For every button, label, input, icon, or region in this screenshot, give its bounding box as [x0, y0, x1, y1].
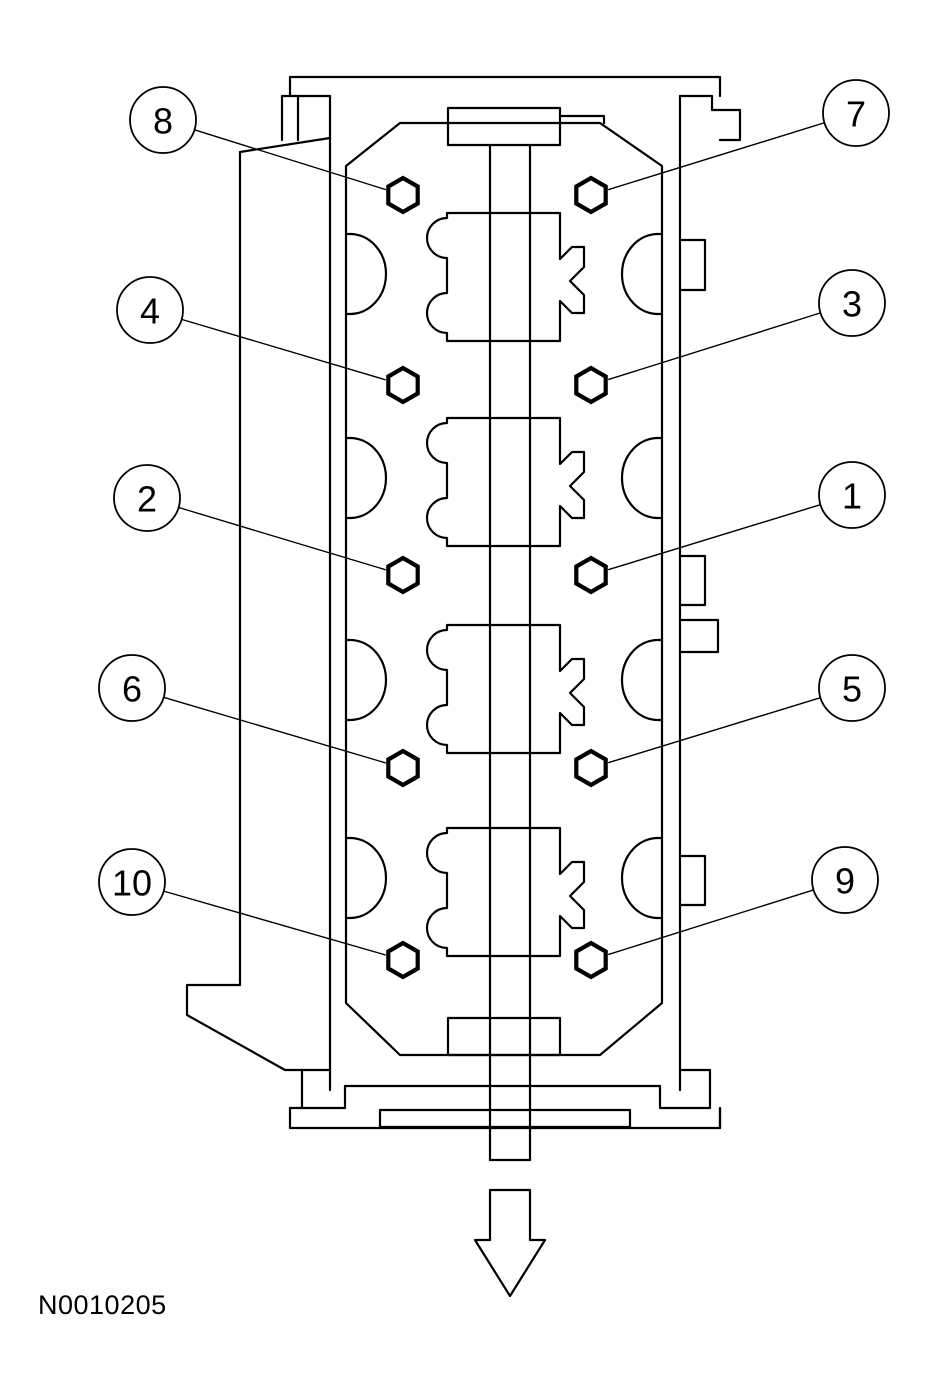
- callout-2: 2: [113, 464, 386, 571]
- inner-outline: [344, 121, 664, 1057]
- bolt-icon: [386, 940, 420, 980]
- leader-line: [163, 890, 386, 956]
- bearing-cap: [425, 211, 586, 343]
- callout-1: 1: [608, 461, 886, 571]
- callout-circle: [116, 276, 184, 344]
- camshaft: [378, 106, 632, 1162]
- bolt-icon: [386, 175, 420, 215]
- bearing-caps: [425, 211, 586, 958]
- leader-line: [163, 696, 386, 764]
- callout-circle: [822, 79, 890, 147]
- bolt-icon: [574, 555, 608, 595]
- bolt-icon: [574, 940, 608, 980]
- bolt-icon: [386, 555, 420, 595]
- callout-label: 9: [835, 861, 855, 902]
- left-cutouts: [344, 232, 388, 920]
- callout-4: 4: [116, 276, 386, 381]
- callout-circle: [98, 654, 166, 722]
- leader-line: [194, 129, 387, 191]
- callout-7: 7: [607, 79, 890, 191]
- callout-circle: [818, 654, 886, 722]
- bolt-icon: [574, 365, 608, 405]
- callout-9: 9: [607, 846, 879, 956]
- figure-id: N0010205: [38, 1290, 167, 1320]
- bolt-icon: [574, 748, 608, 788]
- right-rail-details: [678, 238, 720, 907]
- leader-line: [607, 312, 821, 381]
- callout-10: 10: [98, 848, 386, 956]
- bearing-cap: [425, 416, 586, 548]
- callout-6: 6: [98, 654, 386, 764]
- down-arrow-icon: [473, 1188, 547, 1298]
- right-cutouts: [620, 232, 664, 920]
- bearing-cap: [425, 623, 586, 755]
- leader-line: [178, 506, 386, 571]
- bearing-cap: [425, 826, 586, 958]
- callout-label: 10: [112, 863, 152, 904]
- callout-5: 5: [608, 654, 886, 764]
- bolt-icon: [386, 748, 420, 788]
- head-bolts: [386, 175, 608, 980]
- callout-3: 3: [607, 269, 886, 381]
- callout-circle: [811, 846, 879, 914]
- left-rail: [185, 136, 332, 1072]
- leader-line: [607, 122, 825, 191]
- callout-label: 2: [137, 479, 157, 520]
- callout-label: 6: [122, 669, 142, 710]
- callout-label: 8: [153, 101, 173, 142]
- callout-circle: [818, 269, 886, 337]
- callout-8: 8: [129, 86, 387, 191]
- leader-line: [608, 697, 821, 764]
- leader-line: [181, 318, 386, 381]
- leader-line: [607, 889, 814, 956]
- callout-label: 1: [842, 476, 862, 517]
- bolt-icon: [386, 365, 420, 405]
- bolt-icon: [574, 175, 608, 215]
- callout-circle: [129, 86, 197, 154]
- callout-circle: [818, 461, 886, 529]
- callout-circle: [113, 464, 181, 532]
- callout-label: 5: [842, 669, 862, 710]
- callout-label: 7: [846, 94, 866, 135]
- callout-label: 4: [140, 291, 160, 332]
- callouts: 8 7 4 3 2 1 6 5 10 9: [98, 79, 890, 956]
- leader-line: [608, 504, 821, 571]
- callout-circle: [98, 848, 166, 916]
- callout-label: 3: [842, 284, 862, 325]
